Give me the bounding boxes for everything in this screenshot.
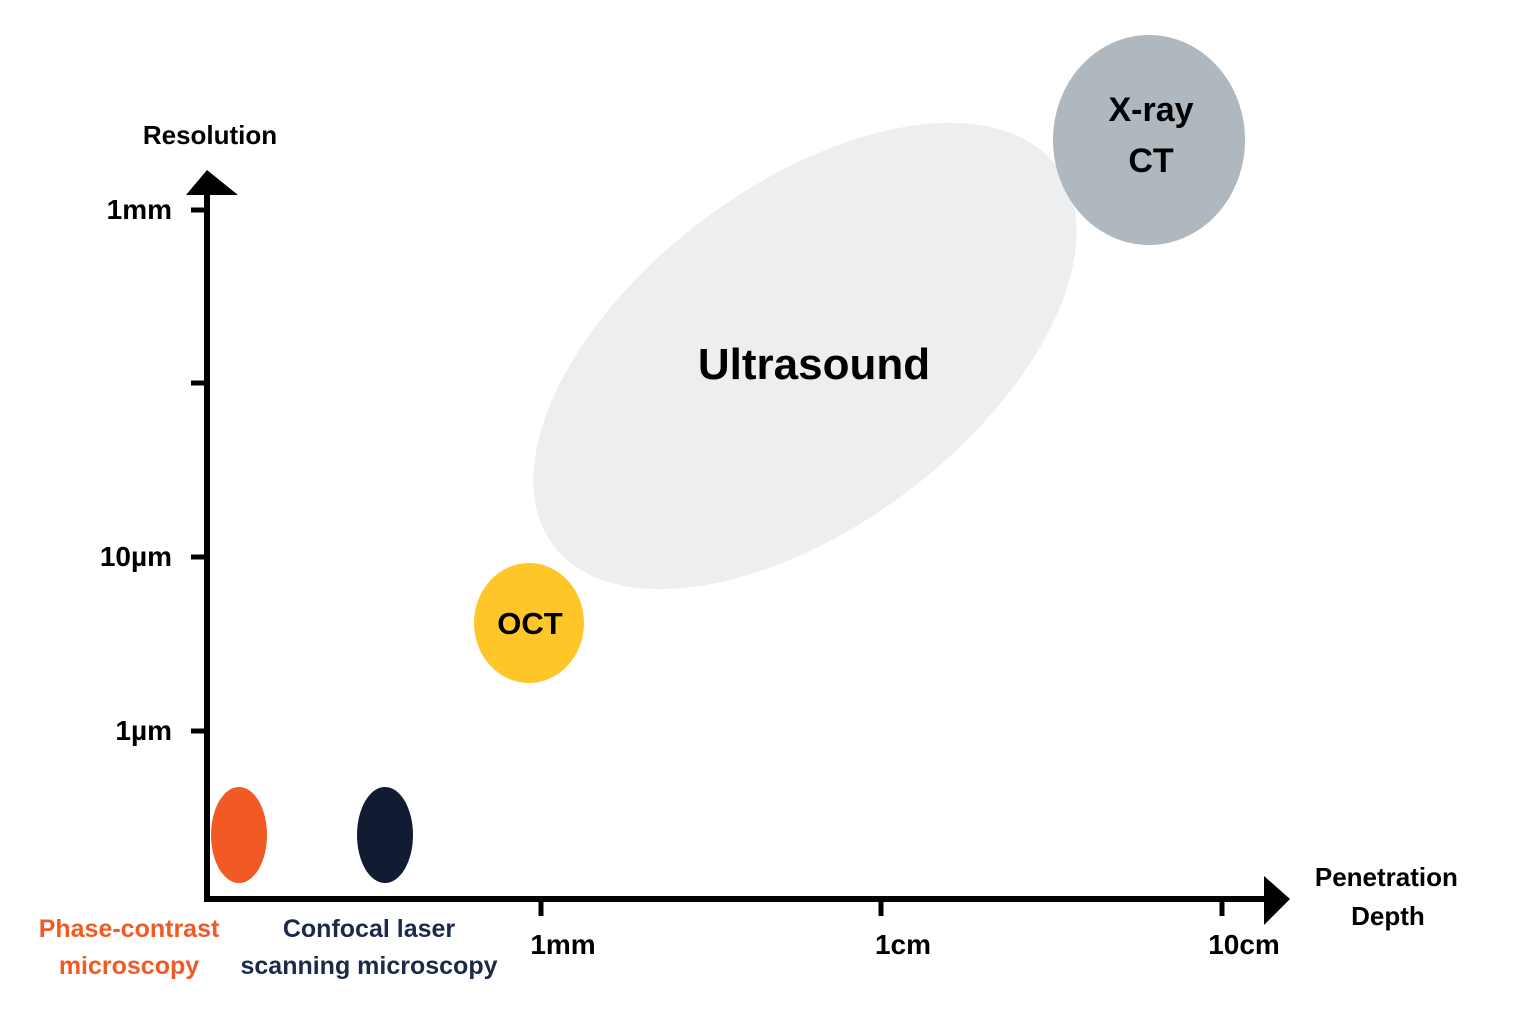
x-tick-label: 1cm bbox=[875, 929, 931, 960]
x-axis-arrowhead bbox=[1264, 876, 1290, 925]
phase-contrast-microscopy-region bbox=[211, 787, 267, 883]
oct-label: OCT bbox=[497, 606, 563, 641]
oct-region bbox=[474, 563, 584, 683]
x-ray-ct-label-line: X-ray bbox=[1108, 91, 1193, 129]
y-axis-arrowhead bbox=[186, 170, 238, 195]
x-axis-title-line-1: Penetration bbox=[1315, 862, 1458, 892]
confocal-laser-scanning-microscopy-label: Confocal laser scanning microscopy bbox=[240, 915, 497, 980]
x-tick-label: 1mm bbox=[530, 929, 595, 960]
confocal-laser-scanning-microscopy-label-line: scanning microscopy bbox=[240, 952, 497, 980]
ultrasound-region bbox=[533, 122, 1077, 590]
y-axis-title: Resolution bbox=[143, 120, 277, 150]
y-tick-label: 1mm bbox=[107, 194, 172, 225]
phase-contrast-microscopy-label-line: Phase-contrast bbox=[39, 915, 220, 943]
x-axis-title: Penetration Depth bbox=[1315, 862, 1465, 931]
confocal-laser-scanning-microscopy-region bbox=[357, 787, 413, 883]
x-ray-ct-region bbox=[1053, 35, 1245, 245]
ticks-layer: 1mm 10µm 1µm 1mm 1cm 10cm bbox=[100, 194, 1280, 960]
ultrasound-label: Ultrasound bbox=[698, 340, 930, 389]
x-ray-ct-label-line: CT bbox=[1128, 142, 1174, 180]
y-tick-label: 1µm bbox=[115, 715, 172, 746]
confocal-laser-scanning-microscopy-label-line: Confocal laser bbox=[283, 915, 456, 943]
x-axis-title-line-2: Depth bbox=[1351, 901, 1425, 931]
phase-contrast-microscopy-label-line: microscopy bbox=[59, 952, 199, 980]
oct-label-line: OCT bbox=[497, 606, 563, 641]
y-tick-label: 10µm bbox=[100, 541, 172, 572]
x-tick-label: 10cm bbox=[1208, 929, 1280, 960]
ultrasound-label-line: Ultrasound bbox=[698, 340, 930, 389]
axes-layer: Resolution Penetration Depth bbox=[143, 120, 1465, 931]
phase-contrast-microscopy-label: Phase-contrast microscopy bbox=[39, 915, 220, 980]
